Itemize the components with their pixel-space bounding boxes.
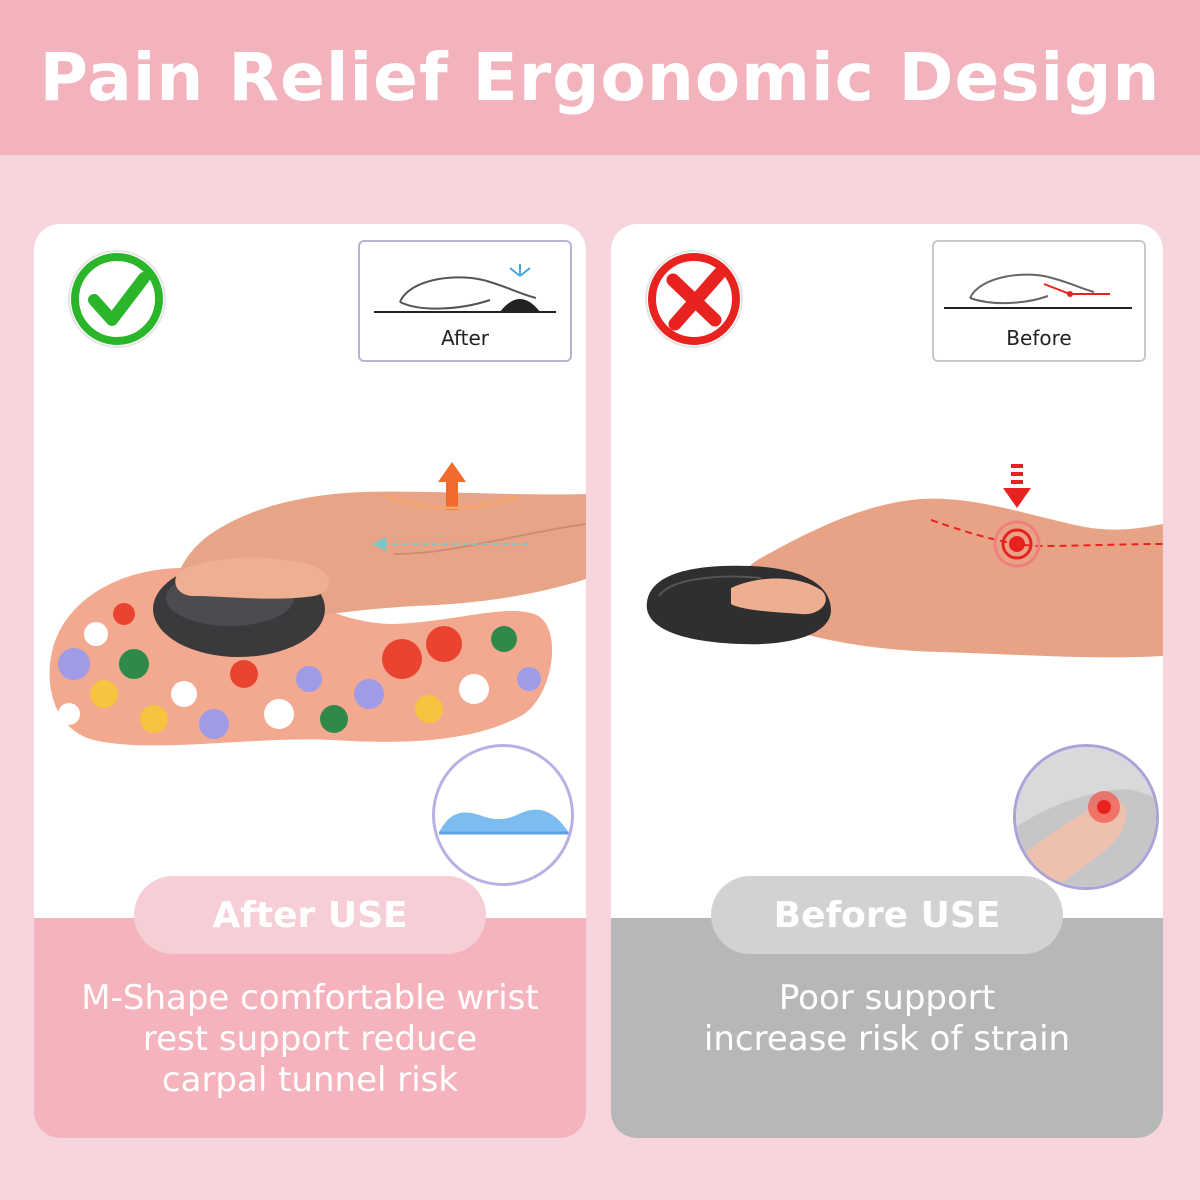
before-box-label: Before [1006,326,1072,350]
before-description: Poor support increase risk of strain [611,978,1163,1060]
after-description-line: carpal tunnel risk [161,1060,459,1100]
cross-icon [639,244,749,354]
before-description-line: Poor support [778,978,996,1018]
wrist-rest-profile-inset [432,744,574,886]
after-box-label: After [440,326,490,350]
after-panel: After After USE M-Shape comfortable wris… [34,224,586,1138]
dashed-arrow-icon [372,537,528,551]
before-caption-area [611,918,1163,1138]
after-use-photo [49,462,586,746]
before-use-badge: Before USE [711,876,1063,954]
after-description-line: M-Shape comfortable wrist [81,978,539,1018]
down-arrow-icon [1003,464,1031,508]
wrist-pain-inset [1013,744,1159,890]
lift-arrow-icon [385,462,519,510]
after-caption-area [34,918,586,1138]
before-description-line: increase risk of strain [703,1019,1071,1059]
before-panel: Before Before USE Poor support increase … [611,224,1163,1138]
after-use-badge: After USE [134,876,486,954]
hand-without-support-icon [944,273,1132,309]
after-description-line: rest support reduce [142,1019,478,1059]
after-illustration-box: After [358,240,572,362]
after-description: M-Shape comfortable wrist rest support r… [34,978,586,1101]
hand-on-wrist-rest-icon [374,264,556,313]
floral-pattern [58,603,541,739]
pressure-point-icon [993,520,1041,568]
before-use-photo [646,464,1163,658]
before-illustration-box: Before [932,240,1146,362]
title-banner: Pain Relief Ergonomic Design [0,0,1200,155]
page-title: Pain Relief Ergonomic Design [39,39,1161,116]
check-icon [62,244,172,354]
